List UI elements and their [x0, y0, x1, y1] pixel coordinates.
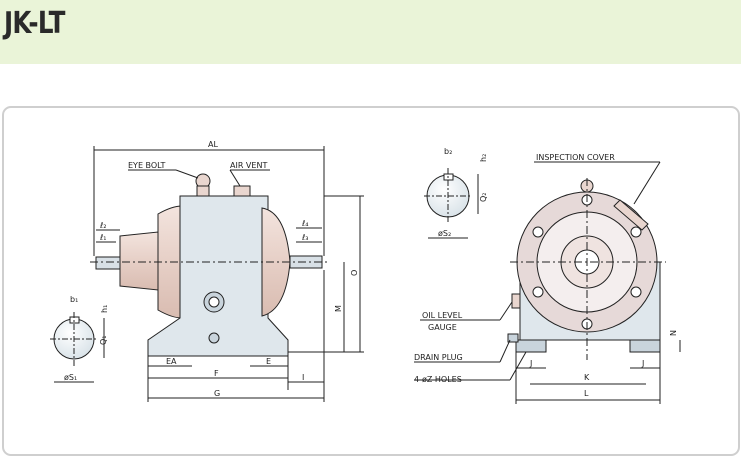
- inspection-cover: [613, 199, 649, 231]
- top-shaft-labels: b₂ h₂ Q₂ øS₂: [438, 147, 488, 238]
- header-band: [0, 0, 741, 64]
- right-foot: [629, 339, 661, 353]
- label-h2: h₂: [479, 154, 488, 162]
- label-l: L: [584, 389, 589, 398]
- label-e: E: [266, 357, 271, 366]
- label-s1: øS₁: [64, 373, 77, 382]
- label-b1: b₁: [70, 295, 78, 304]
- label-l2-left: ℓ₂: [99, 221, 107, 230]
- side-view-labels: INSPECTION COVER OIL LEVEL GAUGE DRAIN P…: [414, 153, 678, 398]
- front-view: [90, 146, 364, 402]
- label-z-holes: 4-øZ HOLES: [414, 375, 462, 384]
- label-l3-right: ℓ₃: [301, 233, 309, 242]
- label-i: I: [302, 373, 304, 382]
- label-o: O: [350, 270, 359, 276]
- label-g: G: [214, 389, 220, 398]
- label-l4-right: ℓ₄: [301, 219, 309, 228]
- left-shaft: [95, 256, 121, 270]
- label-f: F: [214, 369, 219, 378]
- label-ea: EA: [166, 357, 177, 366]
- label-l1-left: ℓ₁: [99, 233, 107, 242]
- side-view: [414, 161, 681, 404]
- label-k: K: [584, 373, 590, 382]
- label-al: AL: [208, 140, 218, 149]
- label-oil-level: OIL LEVEL: [422, 311, 463, 320]
- label-n: N: [669, 330, 678, 336]
- top-shaft-view: [424, 168, 479, 239]
- label-b2: b₂: [444, 147, 452, 156]
- drain-plug: [507, 333, 519, 343]
- oil-level-gauge: [511, 293, 521, 309]
- label-q1: Q₁: [99, 335, 108, 345]
- label-j-left: J: [529, 359, 532, 368]
- small-shaft-view: [50, 312, 105, 383]
- air-vent: [233, 185, 251, 197]
- label-eye-bolt: EYE BOLT: [128, 161, 166, 170]
- label-oil-gauge: GAUGE: [428, 323, 457, 332]
- label-s2: øS₂: [438, 229, 451, 238]
- label-h1: h₁: [100, 305, 109, 313]
- label-air-vent: AIR VENT: [230, 161, 267, 170]
- left-motor-cap: [119, 231, 159, 291]
- label-j-right: J: [641, 359, 644, 368]
- page-title: JK-LT: [4, 6, 65, 41]
- label-q2: Q₂: [479, 192, 488, 202]
- label-inspection-cover: INSPECTION COVER: [536, 153, 615, 162]
- label-m: M: [334, 305, 343, 312]
- housing-plug: [208, 332, 220, 344]
- front-view-labels: AL EYE BOLT AIR VENT ℓ₂ ℓ₁ ℓ₄ ℓ₃ O M EA …: [99, 140, 359, 398]
- left-foot: [515, 339, 547, 353]
- small-shaft-labels: b₁ h₁ Q₁ øS₁: [64, 295, 109, 382]
- label-drain-plug: DRAIN PLUG: [414, 353, 463, 362]
